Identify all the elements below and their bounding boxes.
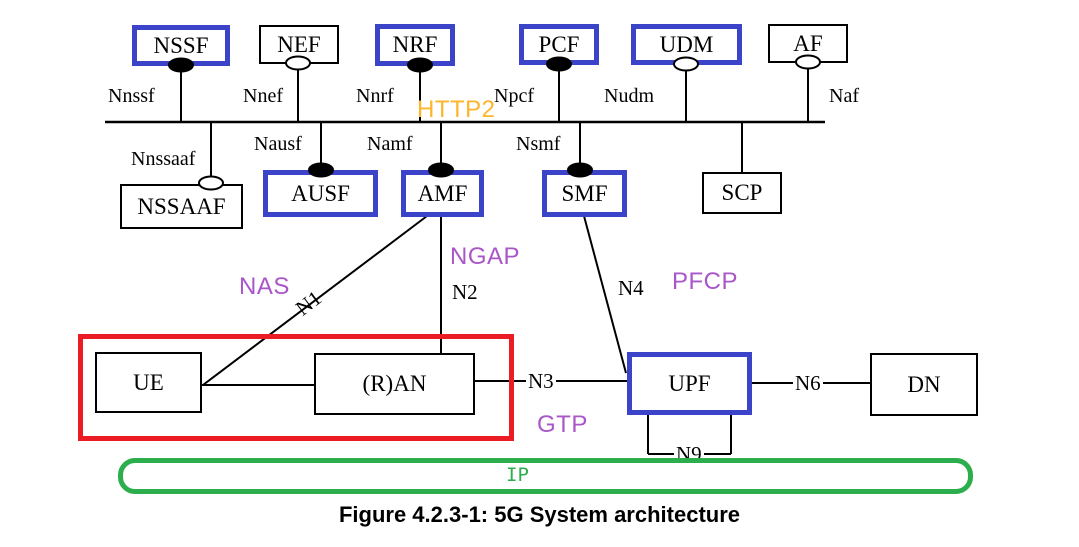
proto-label-http2: HTTP2: [417, 96, 496, 123]
nf-box-af: AF: [768, 24, 848, 63]
nf-label-nrf: NRF: [392, 32, 438, 57]
proto-label-pfcp: PFCP: [672, 268, 739, 295]
sbi-label-npcf: Npcf: [494, 85, 534, 107]
nf-label-nssaaf: NSSAAF: [137, 193, 226, 219]
nf-label-pcf: PCF: [538, 31, 580, 57]
nf-box-nef: NEF: [259, 25, 339, 64]
sbi-label-nudm: Nudm: [604, 85, 654, 107]
nf-box-nssaaf: NSSAAF: [120, 184, 243, 229]
nf-box-nrf: NRF: [375, 24, 455, 66]
proto-label-gtp: GTP: [537, 411, 588, 438]
sbi-label-nausf: Nausf: [254, 133, 302, 155]
nf-label-upf: UPF: [668, 370, 711, 396]
sbi-label-nnssf: Nnssf: [108, 85, 155, 107]
nf-label-nef: NEF: [277, 31, 321, 57]
nf-label-ue: UE: [133, 369, 164, 395]
nf-box-pcf: PCF: [519, 24, 599, 65]
nf-label-smf: SMF: [561, 180, 608, 206]
sbi-label-nnrf: Nnrf: [356, 85, 394, 107]
red-highlight-rect: [78, 334, 514, 441]
nf-box-ue: UE: [95, 352, 202, 413]
nf-label-udm: UDM: [659, 31, 714, 57]
nf-label-af: AF: [793, 30, 823, 56]
proto-label-ip: IP: [506, 464, 529, 486]
nf-box-smf: SMF: [542, 170, 627, 217]
green-highlight-rect: [118, 458, 973, 494]
nf-label-nssf: NSSF: [153, 32, 209, 58]
nf-box-ausf: AUSF: [263, 170, 378, 217]
nf-label-dn: DN: [907, 371, 941, 397]
nf-box-upf: UPF: [627, 352, 752, 415]
nf-box-dn: DN: [870, 353, 978, 416]
sbi-label-namf: Namf: [367, 133, 413, 155]
sbi-label-nsmf: Nsmf: [516, 133, 561, 155]
nf-box-udm: UDM: [631, 24, 742, 65]
proto-label-ngap: NGAP: [450, 243, 521, 270]
sbi-label-nnef: Nnef: [243, 85, 283, 107]
nf-label-scp: SCP: [721, 180, 763, 205]
sbi-label-nnssaaf: Nnssaaf: [131, 148, 196, 170]
ref-label-n6: N6: [793, 371, 823, 396]
ref-label-n1: N1: [291, 285, 327, 321]
ref-label-n2: N2: [452, 280, 478, 304]
nf-box-amf: AMF: [401, 170, 484, 217]
nf-label-amf: AMF: [417, 180, 468, 206]
nf-label-ausf: AUSF: [291, 180, 350, 206]
ref-label-n4: N4: [618, 276, 644, 300]
figure-caption: Figure 4.2.3-1: 5G System architecture: [338, 502, 741, 527]
nf-box-scp: SCP: [702, 172, 782, 214]
nf-box-nssf: NSSF: [132, 25, 230, 66]
sbi-label-naf: Naf: [829, 85, 859, 107]
ref-label-n3: N3: [526, 369, 556, 394]
proto-label-nas: NAS: [239, 273, 290, 300]
